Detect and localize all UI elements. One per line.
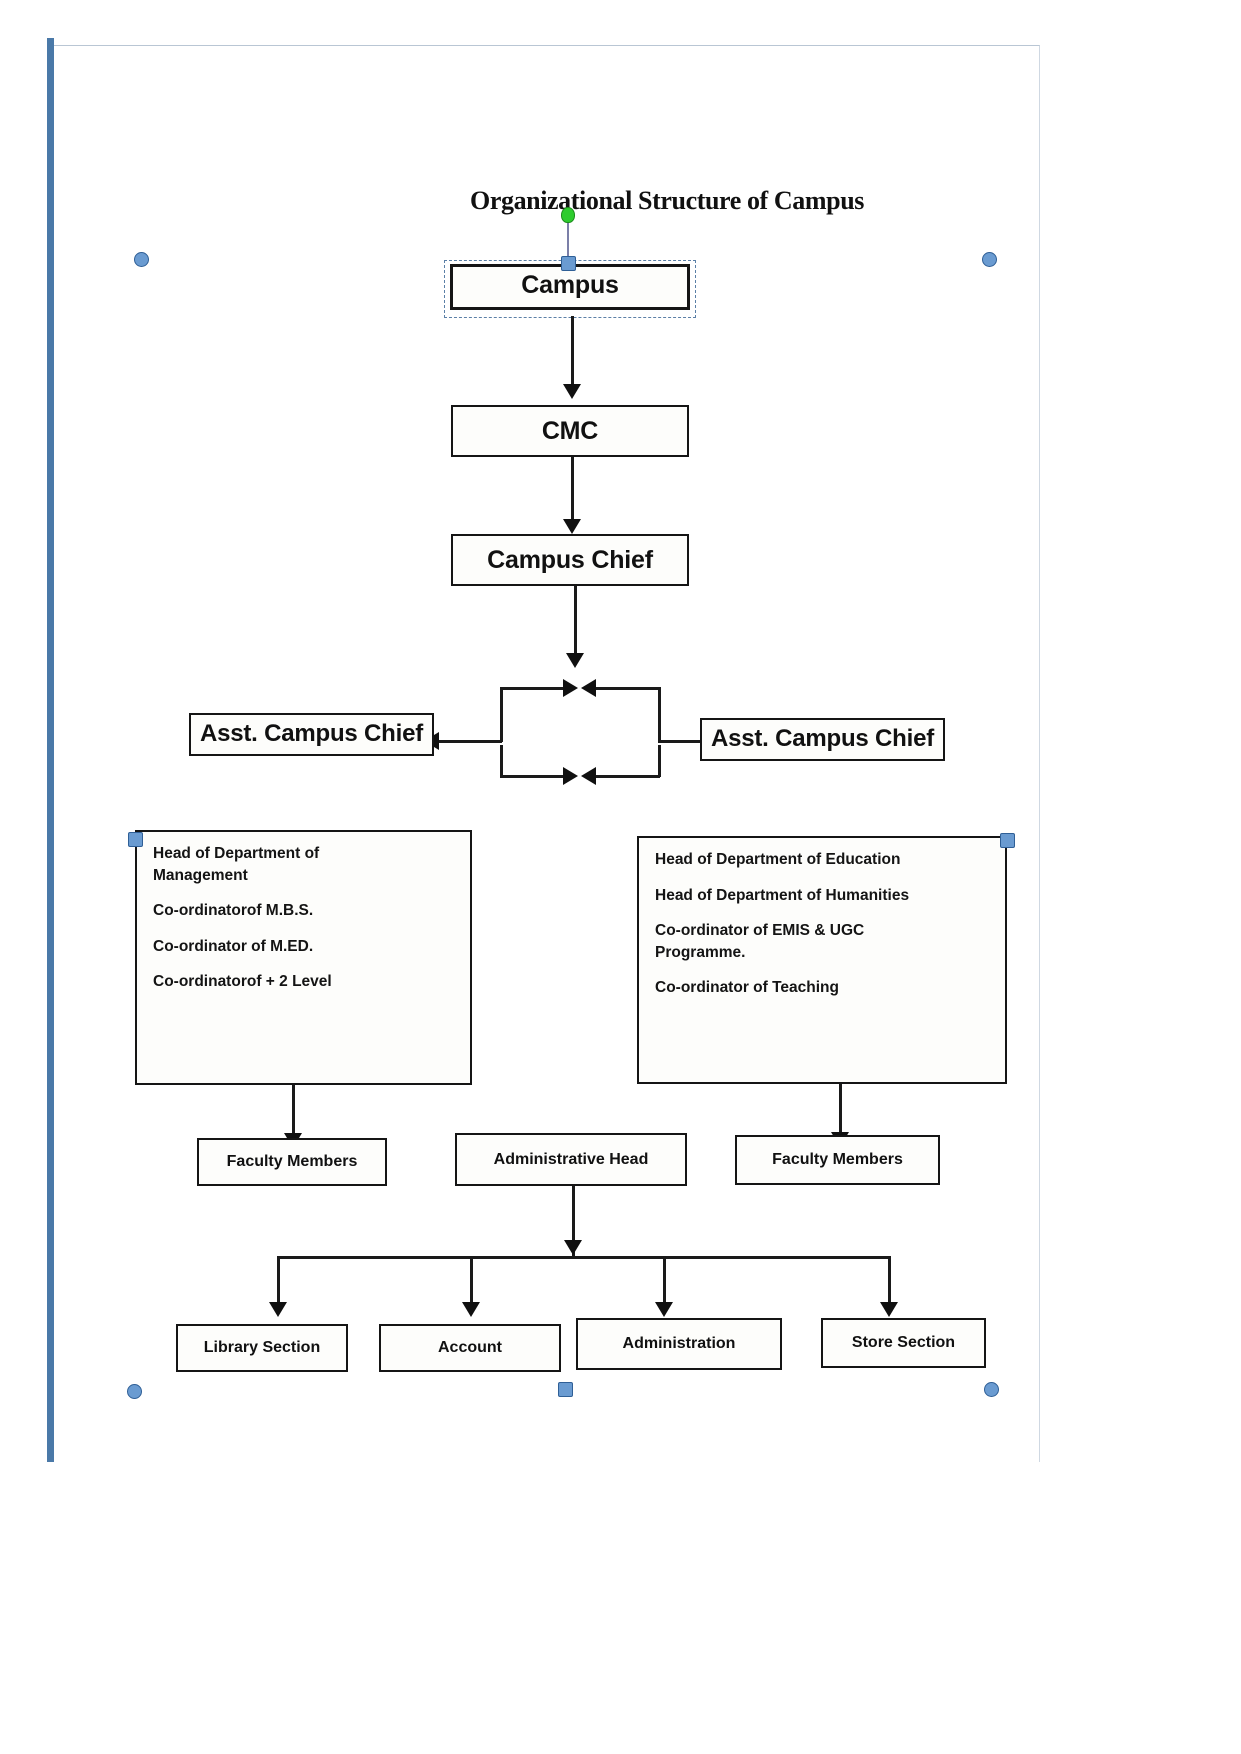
panel-right-line-3: Co-ordinator of EMIS & UGC bbox=[655, 922, 865, 939]
arrowhead-account bbox=[462, 1302, 480, 1317]
node-administrative-head[interactable]: Administrative Head bbox=[455, 1133, 687, 1186]
selection-handle-top-right[interactable] bbox=[982, 252, 997, 267]
node-cmc[interactable]: CMC bbox=[451, 405, 689, 457]
node-campus-chief[interactable]: Campus Chief bbox=[451, 534, 689, 586]
panel-right-line-2: Head of Department of Humanities bbox=[655, 886, 910, 904]
panel-education-departments[interactable]: Head of Department of Education Head of … bbox=[637, 836, 1007, 1084]
node-faculty-members-right[interactable]: Faculty Members bbox=[735, 1135, 940, 1185]
node-faculty-right-label: Faculty Members bbox=[772, 1151, 903, 1168]
distribution-bus bbox=[277, 1256, 890, 1259]
node-cmc-label: CMC bbox=[541, 416, 599, 445]
arrowhead-cmc bbox=[563, 384, 581, 399]
connector-cmc-chief bbox=[571, 457, 574, 527]
node-library-section[interactable]: Library Section bbox=[176, 1324, 348, 1372]
resize-handle-top[interactable] bbox=[561, 256, 576, 271]
panel-right-line-5: Co-ordinator of Teaching bbox=[655, 979, 839, 996]
node-faculty-left-label: Faculty Members bbox=[226, 1153, 358, 1170]
node-administration-label: Administration bbox=[622, 1335, 736, 1352]
selection-handle-bottom-center[interactable] bbox=[558, 1382, 573, 1397]
node-campus-label: Campus bbox=[521, 271, 619, 299]
node-administration[interactable]: Administration bbox=[576, 1318, 782, 1370]
arrowhead-hub-lower-left bbox=[563, 767, 578, 785]
branch-library bbox=[277, 1256, 280, 1310]
connector-chief-hub bbox=[574, 586, 577, 662]
rotate-handle[interactable] bbox=[561, 207, 575, 223]
page-border-inner bbox=[54, 45, 1040, 1462]
arrowhead-hub-top bbox=[566, 653, 584, 668]
branch-administration bbox=[663, 1256, 666, 1310]
arrowhead-library bbox=[269, 1302, 287, 1317]
panel-left-line-2: Management bbox=[153, 866, 248, 884]
selection-handle-bottom-right[interactable] bbox=[984, 1382, 999, 1397]
connector-right-panel-faculty bbox=[839, 1084, 842, 1140]
arrowhead-hub-upper-left bbox=[563, 679, 578, 697]
page-title: Organizational Structure of Campus bbox=[470, 186, 864, 215]
connector-campus-cmc bbox=[571, 316, 574, 392]
connector-admin-bus bbox=[572, 1186, 575, 1258]
hub-line-lower-left bbox=[500, 775, 570, 778]
node-library-label: Library Section bbox=[203, 1339, 321, 1356]
selection-handle-bottom-left[interactable] bbox=[127, 1384, 142, 1399]
arrowhead-administration bbox=[655, 1302, 673, 1317]
hub-line-to-left-box bbox=[437, 740, 502, 743]
rotation-stem bbox=[567, 220, 569, 262]
hub-vert-lower-left bbox=[500, 745, 503, 777]
branch-store bbox=[888, 1256, 891, 1310]
arrowhead-store bbox=[880, 1302, 898, 1317]
panel-right-line-1: Head of Department of Education bbox=[655, 851, 901, 868]
node-admin-head-label: Administrative Head bbox=[493, 1150, 649, 1168]
hub-line-upper-right bbox=[590, 687, 660, 690]
hub-line-lower-right bbox=[590, 775, 660, 778]
node-asst-right-label: Asst. Campus Chief bbox=[710, 725, 935, 752]
node-faculty-members-left[interactable]: Faculty Members bbox=[197, 1138, 387, 1186]
panel-left-line-4: Co-ordinator of M.ED. bbox=[153, 937, 314, 955]
branch-account bbox=[470, 1256, 473, 1310]
connector-left-panel-faculty bbox=[292, 1085, 295, 1141]
panel-right-line-4: Programme. bbox=[655, 943, 746, 961]
resize-handle-left-panel[interactable] bbox=[128, 832, 143, 847]
panel-management-departments[interactable]: Head of Department of Management Co-ordi… bbox=[135, 830, 472, 1085]
panel-left-line-1: Head of Department of bbox=[153, 845, 320, 862]
panel-left-line-5: Co-ordinatorof + 2 Level bbox=[153, 973, 332, 990]
selection-handle-top-left[interactable] bbox=[134, 252, 149, 267]
resize-handle-right-panel[interactable] bbox=[1000, 833, 1015, 848]
node-account-label: Account bbox=[438, 1339, 502, 1356]
arrowhead-campus-chief bbox=[563, 519, 581, 534]
hub-vert-lower-right bbox=[658, 745, 661, 777]
arrowhead-admin-bus bbox=[564, 1240, 582, 1255]
node-campus-chief-label: Campus Chief bbox=[487, 545, 653, 574]
hub-line-to-right-box bbox=[658, 740, 718, 743]
hub-line-upper-left bbox=[500, 687, 570, 690]
arrowhead-hub-upper-right bbox=[581, 679, 596, 697]
arrowhead-hub-lower-right bbox=[581, 767, 596, 785]
node-account[interactable]: Account bbox=[379, 1324, 561, 1372]
node-asst-campus-chief-right[interactable]: Asst. Campus Chief bbox=[700, 718, 945, 761]
node-asst-left-label: Asst. Campus Chief bbox=[199, 720, 424, 747]
hub-vert-upper-right bbox=[658, 687, 661, 742]
panel-left-line-3: Co-ordinatorof M.B.S. bbox=[153, 902, 314, 919]
hub-vert-upper-left bbox=[500, 687, 503, 742]
node-store-section[interactable]: Store Section bbox=[821, 1318, 986, 1368]
node-asst-campus-chief-left[interactable]: Asst. Campus Chief bbox=[189, 713, 434, 756]
node-store-label: Store Section bbox=[851, 1334, 956, 1351]
